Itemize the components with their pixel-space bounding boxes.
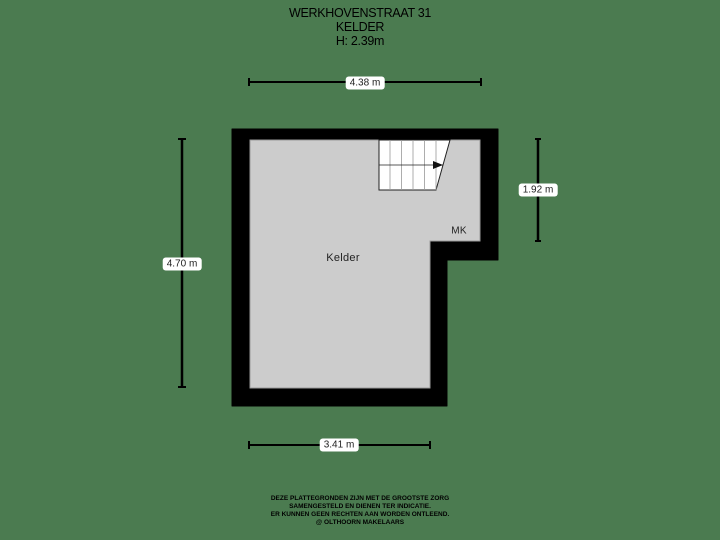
disclaimer-line-1: DEZE PLATTEGRONDEN ZIJN MET DE GROOTSTE … xyxy=(270,495,450,502)
room-label-mk: MK xyxy=(451,225,467,237)
disclaimer-line-3: ER KUNNEN GEEN RECHTEN AAN WORDEN ONTLEE… xyxy=(270,511,450,518)
dimension-label-left: 4.70 m xyxy=(162,257,202,271)
ceiling-height: H: 2.39m xyxy=(335,34,385,48)
dimension-label-right: 1.92 m xyxy=(518,183,558,197)
floor-title: KELDER xyxy=(335,20,385,34)
dimension-label-bottom: 3.41 m xyxy=(319,438,359,452)
dimension-label-top: 4.38 m xyxy=(345,76,385,90)
disclaimer-line-4: @ OLTHOORN MAKELAARS xyxy=(315,519,405,526)
disclaimer: DEZE PLATTEGRONDEN ZIJN MET DE GROOTSTE … xyxy=(0,495,720,527)
staircase xyxy=(378,139,451,191)
room-floor-kelder xyxy=(249,139,481,389)
room-label-kelder: Kelder xyxy=(326,252,360,264)
plan-header: WERKHOVENSTRAAT 31 KELDER H: 2.39m xyxy=(0,6,720,48)
stair-direction-arrow-icon xyxy=(433,161,443,169)
address-title: WERKHOVENSTRAAT 31 xyxy=(288,6,432,20)
disclaimer-line-2: SAMENGESTELD EN DIENEN TER INDICATIE. xyxy=(289,503,431,510)
